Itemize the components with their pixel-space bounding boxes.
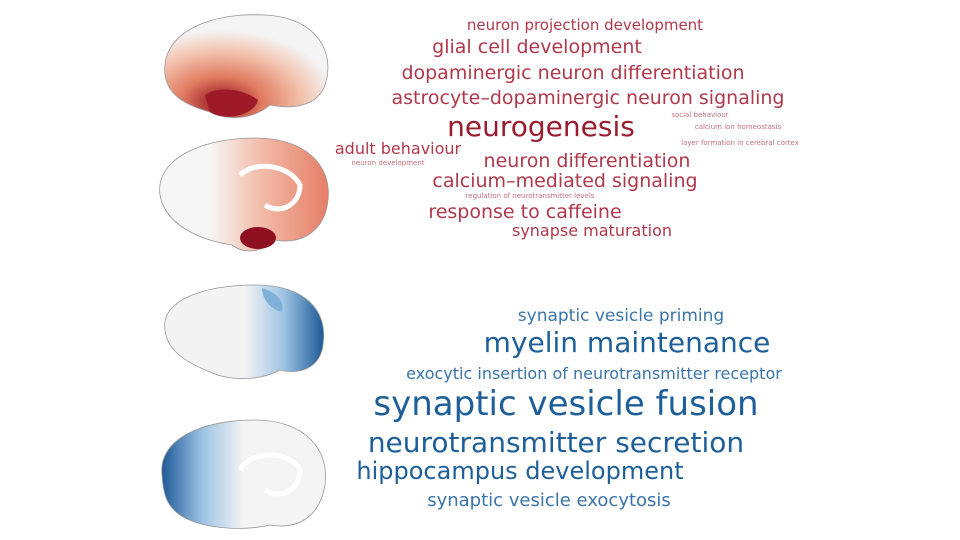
brain-lateral-blue [164,284,325,379]
red-word-cloud: neuron projection development glial cell … [335,16,799,240]
word-term: social behaviour [671,111,728,119]
word-term: synaptic vesicle fusion [373,384,758,424]
word-term: myelin maintenance [484,326,771,359]
word-term: neuron projection development [467,16,703,34]
word-term: synaptic vesicle exocytosis [427,490,671,511]
word-term: regulation of neurotransmitter levels [466,192,595,200]
word-term: neuron development [351,159,424,167]
word-term: exocytic insertion of neurotransmitter r… [406,364,782,383]
word-term: hippocampus development [356,457,683,485]
word-term: response to caffeine [428,201,621,223]
word-term: synaptic vesicle priming [518,306,724,326]
word-term: neurotransmitter secretion [368,426,744,459]
brain-lateral-red [164,14,329,118]
word-term: calcium–mediated signaling [432,170,697,192]
word-term: calcium ion homeostasis [695,123,782,131]
word-term: layer formation in cerebral cortex [681,139,799,147]
word-term: dopaminergic neuron differentiation [401,62,744,84]
word-term: neurogenesis [447,110,635,143]
word-term: adult behaviour [335,139,462,158]
word-term: astrocyte–dopaminergic neuron signaling [391,87,784,109]
word-term: synapse maturation [512,221,672,240]
brain-medial-blue [161,419,327,529]
brain-medial-red [159,137,329,252]
word-term: neuron differentiation [484,150,691,172]
word-term: glial cell development [432,36,642,58]
